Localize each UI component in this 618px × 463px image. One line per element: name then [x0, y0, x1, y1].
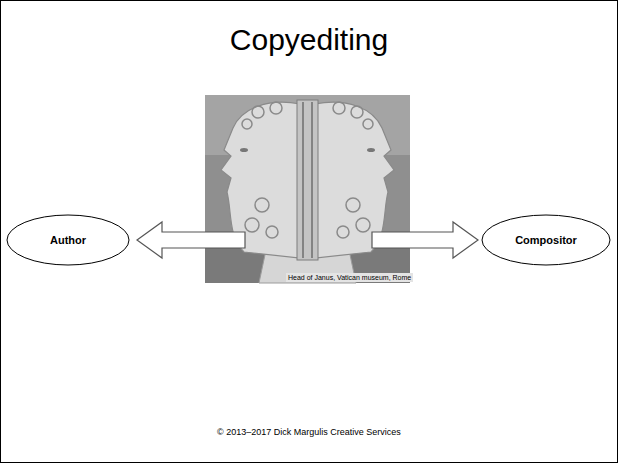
node-label: Author [50, 233, 86, 247]
node-text-holder: Author [50, 233, 86, 247]
node-label: Compositor [515, 233, 577, 247]
ellipse-shape [7, 215, 129, 265]
role-ellipse: Author [6, 214, 130, 266]
node-text-holder: Compositor [515, 233, 577, 247]
role-ellipse: Compositor [481, 214, 611, 266]
hollow-arrow [372, 222, 478, 258]
photo-caption: Head of Janus, Vatican museum, Rome [286, 273, 413, 282]
photo-ground [205, 95, 410, 283]
hollow-arrow [137, 222, 245, 258]
janus-photo [205, 95, 410, 283]
copyright-footer: © 2013–2017 Dick Margulis Creative Servi… [217, 427, 401, 438]
slide-title: Copyediting [0, 22, 618, 58]
hair-curls [242, 102, 373, 238]
eyes [240, 148, 375, 152]
center-seam [297, 100, 318, 260]
ellipse-shape [482, 215, 610, 265]
